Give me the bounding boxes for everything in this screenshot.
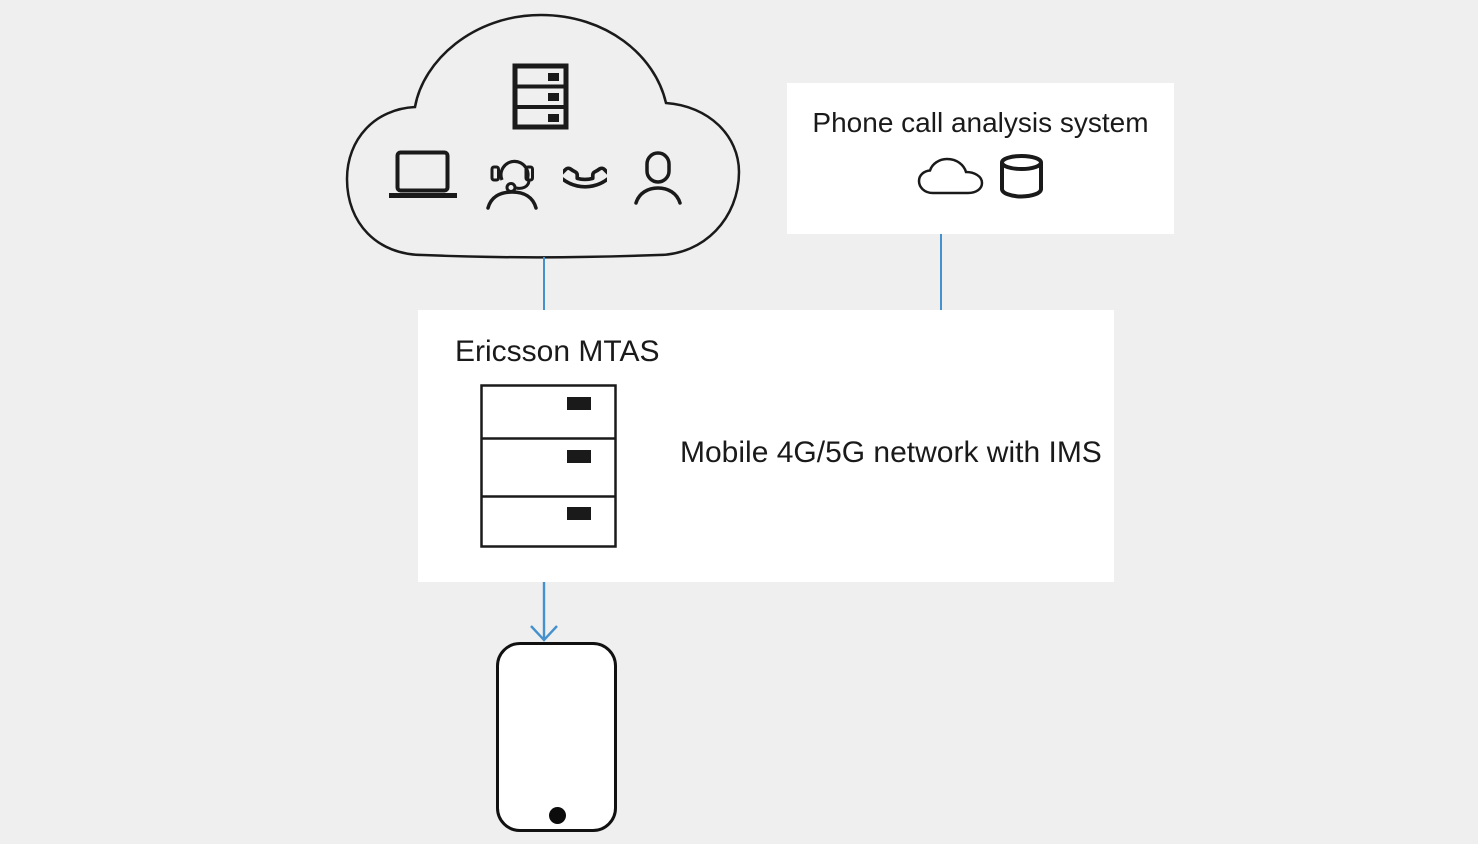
smartphone: [496, 642, 617, 832]
person-icon: [634, 151, 682, 205]
mtas-title: Ericsson MTAS: [455, 335, 660, 368]
support-agent-icon: [486, 159, 538, 210]
analysis-system-title: Phone call analysis system: [812, 107, 1149, 138]
database-icon: [1000, 154, 1043, 199]
arrow-network-to-phone: [530, 582, 558, 642]
connector-analysis-to-network: [940, 234, 942, 310]
connector-cloud-to-network: [543, 257, 545, 310]
mtas-server-rack-icon: [480, 384, 617, 548]
cloud-icon: [917, 157, 984, 195]
analysis-system-icons: [916, 153, 1045, 199]
services-cloud-outline: [345, 13, 741, 259]
network-description: Mobile 4G/5G network with IMS: [680, 436, 1102, 469]
home-button: [549, 807, 566, 824]
analysis-system-box: Phone call analysis system: [787, 83, 1174, 234]
server-rack-icon: [512, 63, 569, 130]
phone-handset-icon: [563, 166, 607, 189]
mobile-network-box: Ericsson MTAS Mobile 4G/5G network with …: [418, 310, 1114, 582]
laptop-icon: [389, 150, 457, 198]
